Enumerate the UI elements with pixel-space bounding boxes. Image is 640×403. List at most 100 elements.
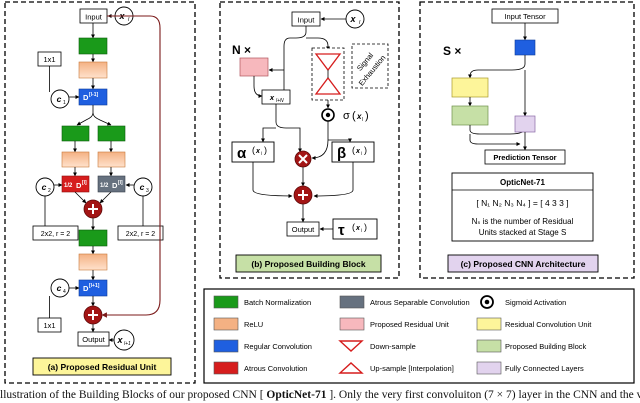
panel-a-x-out: x (116, 335, 123, 345)
legend-swatch-rcu (476, 317, 502, 331)
d-cur-right: D (112, 181, 118, 190)
svg-text:): ) (364, 222, 367, 232)
sigma-arg-sub: l (362, 117, 363, 123)
panel-c-frame (419, 1, 635, 279)
legend-label-rcu: Residual Convolution Unit (505, 320, 592, 329)
beta-label: β (337, 145, 346, 162)
panel-b-frame (219, 1, 400, 279)
panel-c-title: (c) Proposed CNN Architecture (461, 259, 586, 269)
svg-text:): ) (365, 110, 369, 122)
stage-note-line-1: Nₛ is the number of Residual (472, 217, 574, 226)
half-frac-right: 1/2 (100, 183, 109, 189)
legend-swatch-bn (213, 295, 239, 309)
n-multiplier: N × (232, 43, 251, 57)
alpha-label: α (237, 145, 247, 162)
atrous-sep-conv-block (97, 175, 126, 193)
legend-label-conv: Regular Convolution (244, 342, 312, 351)
relu-block-1 (78, 61, 108, 79)
c3-sub: 3 (146, 188, 149, 194)
alpha-arg-sub: l (261, 151, 262, 156)
beta-arg: x (355, 148, 361, 155)
svg-text:(: ( (352, 222, 355, 232)
caption-tail: ]. Only the very first convoluiton (7 × … (329, 389, 640, 401)
legend-swatch-conv (213, 339, 239, 353)
svg-text:(: ( (352, 145, 355, 155)
branch-left-label: 2x2, r = 2 (41, 231, 70, 238)
tau-arg: x (355, 225, 361, 232)
c4-label: c (57, 283, 62, 293)
panel-b-title: (b) Proposed Building Block (251, 259, 366, 269)
panel-a: Input x l D [l-1] 1x1 c 1 1/2 D [l] (4, 1, 196, 384)
legend-label-up: Up-sample [Interpolation] (370, 364, 454, 373)
legend-label-down: Down-sample (370, 342, 416, 351)
legend-swatch-down (338, 340, 364, 352)
legend-swatch-pru (339, 317, 365, 331)
panel-a-frame (4, 1, 196, 384)
figure-caption: llustration of the Building Blocks of ou… (0, 388, 640, 403)
c1-label: c (57, 94, 62, 104)
conv-1x1-label-2: 1x1 (43, 321, 55, 330)
panel-b-x-in: x (349, 14, 356, 24)
legend-swatch-pbb (476, 339, 502, 353)
panel-a-output-label: Output (82, 335, 105, 344)
panel-a-input-label: Input (85, 13, 103, 22)
caption-lead: llustration of the Building Blocks of ou… (0, 389, 264, 401)
tau-arg-sub: l (361, 228, 362, 233)
prediction-tensor-box (484, 149, 566, 165)
svg-text:): ) (264, 145, 267, 155)
legend-swatch-up (338, 362, 364, 374)
conv-1x1-label-1: 1x1 (43, 55, 55, 64)
bn-block-left (61, 125, 90, 142)
down-sample-glyph (314, 53, 342, 72)
d-prev: D (83, 93, 89, 102)
relu-block-2 (78, 253, 108, 271)
c3-label: c (140, 182, 145, 192)
signal-exhaustion-note-box (351, 43, 389, 89)
d-next-sup: [l+1] (89, 283, 100, 289)
panel-c: Input Tensor S × Prediction Tensor Optic… (419, 1, 635, 279)
legend-label-pru: Proposed Residual Unit (370, 320, 450, 329)
prediction-tensor-label: Prediction Tensor (493, 153, 556, 162)
stage-note-line-2: Units stacked at Stage S (479, 228, 567, 237)
x-l-plus-n: x (269, 93, 275, 102)
panel-b: Input x l N × x l+N Signal Exhaustion σ … (219, 1, 400, 279)
relu-block-right (97, 151, 126, 168)
s-multiplier: S × (443, 44, 461, 58)
svg-text:(: ( (252, 145, 255, 155)
half-frac-left: 1/2 (64, 183, 73, 189)
c1-sub: 1 (63, 100, 66, 106)
c2-sub: 2 (48, 188, 51, 194)
legend-frame (203, 288, 635, 384)
c1-node (50, 89, 70, 109)
input-tensor-label: Input Tensor (504, 12, 546, 21)
panel-b-output-label: Output (292, 225, 315, 234)
beta-arg-sub: l (361, 151, 362, 156)
relu-block-left (61, 151, 90, 168)
building-block (451, 105, 489, 126)
d-cur-right-sup: [l] (118, 180, 123, 186)
panel-c-title-box (447, 254, 599, 273)
skip-connection-a (101, 15, 161, 318)
d-next: D (83, 284, 89, 293)
legend-label-fc: Fully Connected Layers (505, 364, 584, 373)
branch-right-label: 2x2, r = 2 (126, 231, 155, 238)
branch-left-label-box (32, 225, 79, 241)
d-cur-left-sup: [l] (82, 180, 87, 186)
c2-label: c (42, 182, 47, 192)
tau-label: τ (338, 222, 345, 239)
c4-sub: 4 (63, 289, 66, 295)
panel-b-input-label: Input (298, 16, 316, 25)
branch-right-label-box (117, 225, 164, 241)
legend-label-asc: Atrous Separable Convolution (370, 298, 470, 307)
bn-block-2 (78, 229, 108, 247)
sigma-arg: x (356, 112, 362, 121)
legend-swatch-relu (213, 317, 239, 331)
legend-label-atr: Atrous Convolution (244, 364, 307, 373)
panel-a-title-box (32, 357, 172, 376)
legend-swatch-atr (213, 361, 239, 375)
legend-label-sig: Sigmoid Activation (505, 298, 566, 307)
stem-conv-block (514, 39, 536, 56)
legend-swatch-fc (476, 361, 502, 375)
panel-a-title: (a) Proposed Residual Unit (48, 362, 157, 372)
